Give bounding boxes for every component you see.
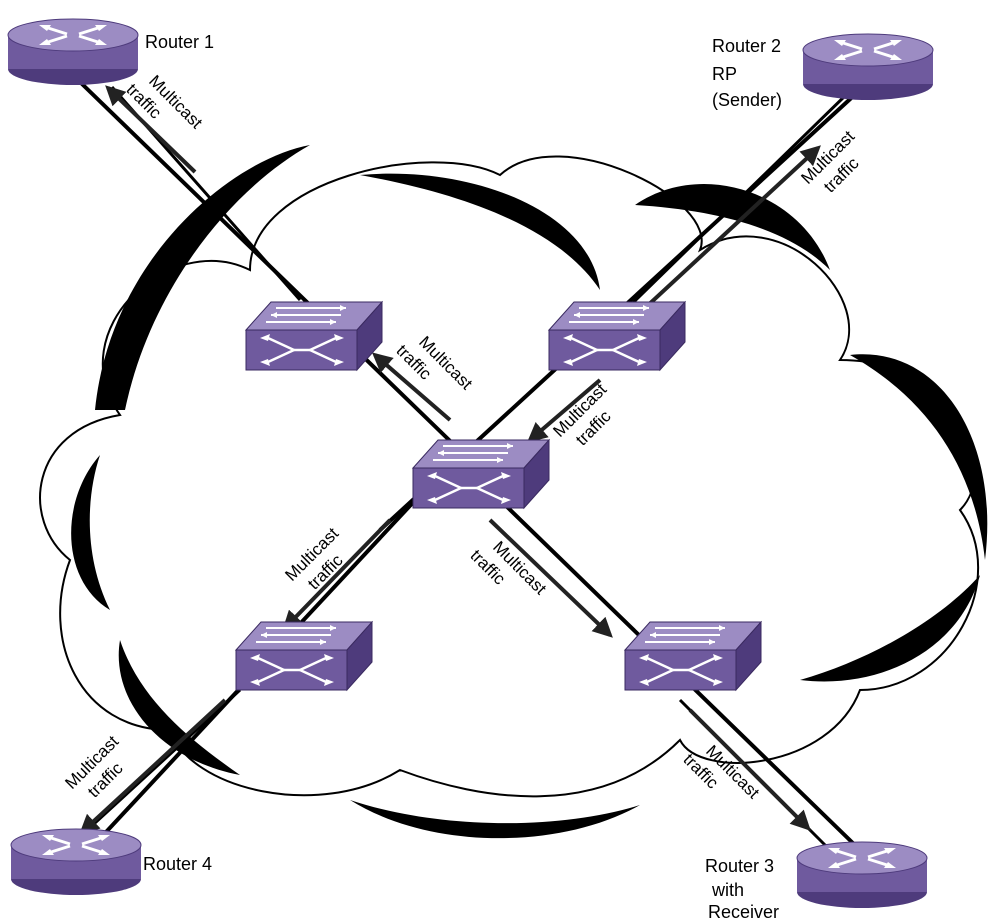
router-icon xyxy=(6,17,140,87)
router-2: Router 2 RP (Sender) xyxy=(712,32,935,110)
arrow-router2 xyxy=(630,145,821,322)
router-4: Router 4 xyxy=(9,827,212,897)
switch-sw xyxy=(234,620,374,692)
router-2-label: Router 2 xyxy=(712,36,781,56)
arrow-ne-switch xyxy=(526,378,602,443)
router-4-label: Router 4 xyxy=(143,854,212,874)
router-3-detail: Receiver xyxy=(708,902,779,922)
router-icon xyxy=(9,827,143,897)
router-3-role: with xyxy=(711,880,744,900)
switch-center xyxy=(411,438,551,510)
label-router4-link: Multicast traffic xyxy=(61,732,127,802)
switch-nw xyxy=(244,300,384,372)
switch-ne xyxy=(547,300,687,372)
router-2-role: RP xyxy=(712,64,737,84)
router-2-detail: (Sender) xyxy=(712,90,782,110)
router-1: Router 1 xyxy=(6,17,214,87)
router-icon xyxy=(801,32,935,102)
arrow-nw-switch xyxy=(371,352,452,422)
router-1-label: Router 1 xyxy=(145,32,214,52)
arrow-router1 xyxy=(105,85,197,174)
router-3: Router 3 with Receiver xyxy=(705,840,929,922)
arrow-se-switch xyxy=(488,518,613,638)
arrow-router4 xyxy=(79,698,227,835)
router-3-label: Router 3 xyxy=(705,856,774,876)
router-icon xyxy=(795,840,929,910)
traffic-arrows xyxy=(79,85,821,835)
arrow-router3 xyxy=(688,708,811,831)
link-router2-parallel xyxy=(603,91,850,332)
switch-se xyxy=(623,620,763,692)
arrow-sw-switch xyxy=(282,518,392,631)
